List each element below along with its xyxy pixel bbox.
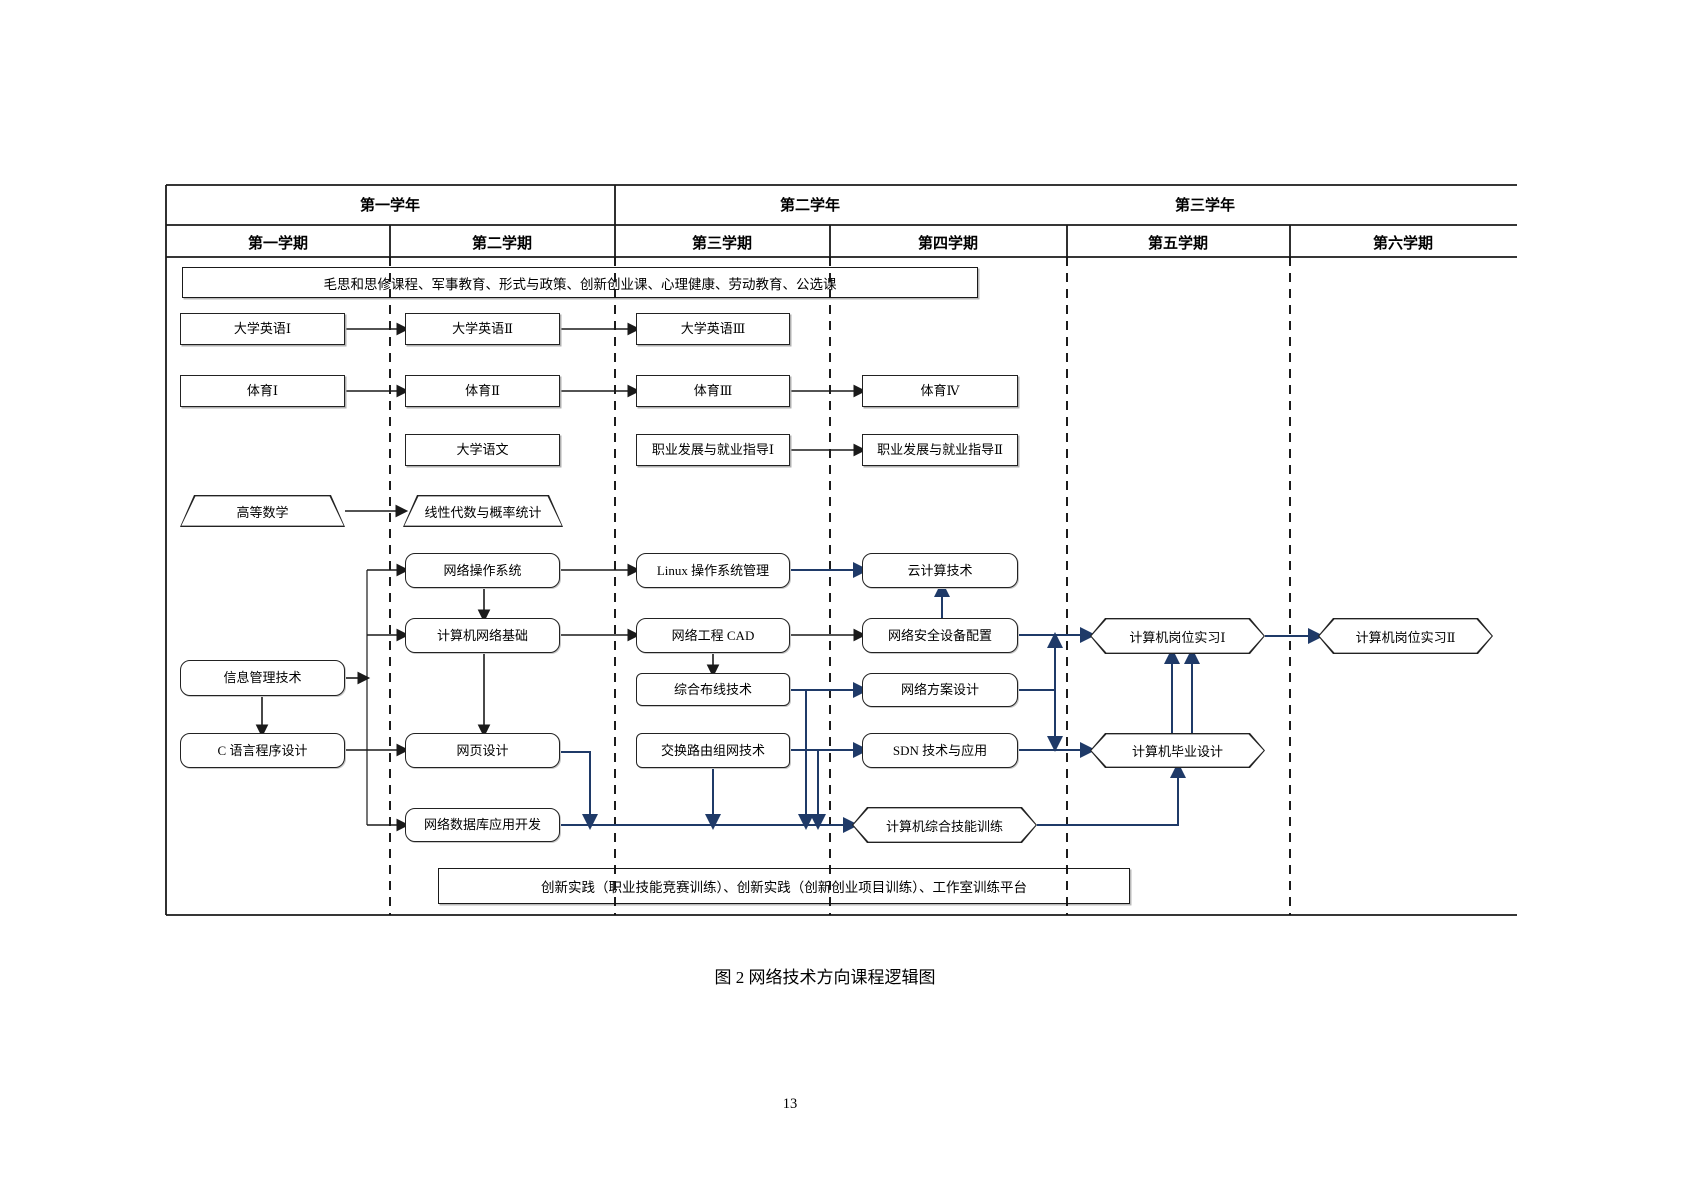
course-box-pe2: 体育Ⅱ — [405, 375, 560, 407]
semester-1-label: 第一学期 — [247, 235, 309, 252]
course-label: 计算机岗位实习Ⅱ — [1355, 629, 1456, 645]
innovation-practice-banner-label: 创新实践（职业技能竞赛训练）、创新实践（创新创业项目训练）、工作室训练平台 — [541, 880, 1027, 895]
semester-4-label: 第四学期 — [917, 235, 979, 252]
semester-2-label: 第二学期 — [471, 235, 533, 252]
innovation-practice-banner: 创新实践（职业技能竞赛训练）、创新实践（创新创业项目训练）、工作室训练平台 — [438, 868, 1130, 904]
course-box-webdesign: 网页设计 — [405, 733, 560, 768]
course-box-cabling: 综合布线技术 — [636, 673, 790, 706]
course-box-netsec: 网络安全设备配置 — [862, 618, 1018, 653]
course-label: 计算机岗位实习Ⅰ — [1129, 629, 1226, 645]
course-label: 体育Ⅳ — [920, 383, 960, 399]
course-label: 综合布线技术 — [673, 681, 752, 697]
course-label: 大学英语Ⅲ — [680, 321, 746, 337]
course-label: 网络数据库应用开发 — [423, 817, 541, 833]
course-label: 大学英语Ⅰ — [233, 321, 292, 337]
course-label: 云计算技术 — [907, 562, 973, 578]
figure-caption: 图 2 网络技术方向课程逻辑图 — [714, 968, 936, 987]
course-label: 体育Ⅰ — [246, 383, 279, 399]
course-label: 计算机毕业设计 — [1131, 744, 1223, 759]
course-label: 体育Ⅲ — [693, 383, 733, 399]
course-box-netplan: 网络方案设计 — [862, 673, 1018, 707]
general-courses-banner-label: 毛思和思修课程、军事教育、形式与政策、创新创业课、心理健康、劳动教育、公选课 — [323, 276, 837, 292]
semester-6-label: 第六学期 — [1372, 235, 1434, 252]
course-label: 体育Ⅱ — [465, 383, 500, 399]
course-box-linear: 线性代数与概率统计 — [403, 495, 563, 527]
semester-5-label: 第五学期 — [1147, 235, 1209, 252]
year-1-label: 第一学年 — [359, 197, 421, 214]
course-box-english3: 大学英语Ⅲ — [636, 313, 790, 345]
year-2-label: 第二学年 — [779, 197, 841, 214]
course-label: 网络安全设备配置 — [887, 627, 992, 643]
course-label: C 语言程序设计 — [217, 742, 308, 758]
course-label: Linux 操作系统管理 — [656, 562, 770, 578]
course-box-clang: C 语言程序设计 — [180, 733, 345, 768]
course-box-pe4: 体育Ⅳ — [862, 375, 1018, 407]
course-box-english2: 大学英语Ⅱ — [405, 313, 560, 345]
blue-arrows — [560, 562, 1324, 833]
course-label: 交换路由组网技术 — [660, 742, 765, 758]
course-box-netdb: 网络数据库应用开发 — [405, 808, 560, 842]
course-label: 网络工程 CAD — [671, 627, 755, 643]
course-label: 职业发展与就业指导Ⅰ — [651, 442, 775, 458]
semester-dividers — [389, 257, 1291, 915]
course-box-netos: 网络操作系统 — [405, 553, 560, 588]
course-label: 高等数学 — [236, 504, 289, 520]
course-label: SDN 技术与应用 — [892, 742, 988, 758]
table-frame — [165, 184, 1517, 916]
course-label: 线性代数与概率统计 — [424, 504, 542, 520]
course-label: 计算机网络基础 — [436, 627, 528, 643]
semester-3-label: 第三学期 — [691, 235, 753, 252]
course-box-intern1: 计算机岗位实习Ⅰ — [1090, 618, 1265, 654]
course-label: 职业发展与就业指导Ⅱ — [877, 442, 1003, 458]
course-box-pe3: 体育Ⅲ — [636, 375, 790, 407]
course-label: 大学英语Ⅱ — [452, 321, 513, 337]
course-box-pe1: 体育Ⅰ — [180, 375, 345, 407]
course-label: 网页设计 — [456, 742, 509, 758]
course-box-career1: 职业发展与就业指导Ⅰ — [636, 434, 790, 466]
year-3-label: 第三学年 — [1174, 197, 1236, 214]
course-box-netbase: 计算机网络基础 — [405, 618, 560, 653]
course-box-cloud: 云计算技术 — [862, 553, 1018, 588]
course-box-math: 高等数学 — [180, 495, 345, 527]
course-box-switching: 交换路由组网技术 — [636, 733, 790, 768]
page-number: 13 — [782, 1096, 798, 1112]
course-box-intern2: 计算机岗位实习Ⅱ — [1318, 618, 1493, 654]
course-box-chinese: 大学语文 — [405, 434, 560, 466]
course-box-inform: 信息管理技术 — [180, 660, 345, 696]
general-courses-banner: 毛思和思修课程、军事教育、形式与政策、创新创业课、心理健康、劳动教育、公选课 — [182, 267, 978, 298]
course-label: 计算机综合技能训练 — [885, 818, 1003, 834]
course-label: 大学语文 — [456, 442, 509, 458]
course-label: 网络方案设计 — [900, 682, 979, 698]
course-box-english1: 大学英语Ⅰ — [180, 313, 345, 345]
course-label: 信息管理技术 — [223, 670, 302, 686]
course-box-career2: 职业发展与就业指导Ⅱ — [862, 434, 1018, 466]
course-box-skills: 计算机综合技能训练 — [852, 807, 1037, 843]
course-box-sdn: SDN 技术与应用 — [862, 733, 1018, 768]
course-box-graduation: 计算机毕业设计 — [1090, 733, 1265, 768]
course-box-linux: Linux 操作系统管理 — [636, 553, 790, 588]
black-arrows — [255, 322, 867, 832]
course-box-netcad: 网络工程 CAD — [636, 618, 790, 653]
course-label: 网络操作系统 — [443, 562, 522, 578]
